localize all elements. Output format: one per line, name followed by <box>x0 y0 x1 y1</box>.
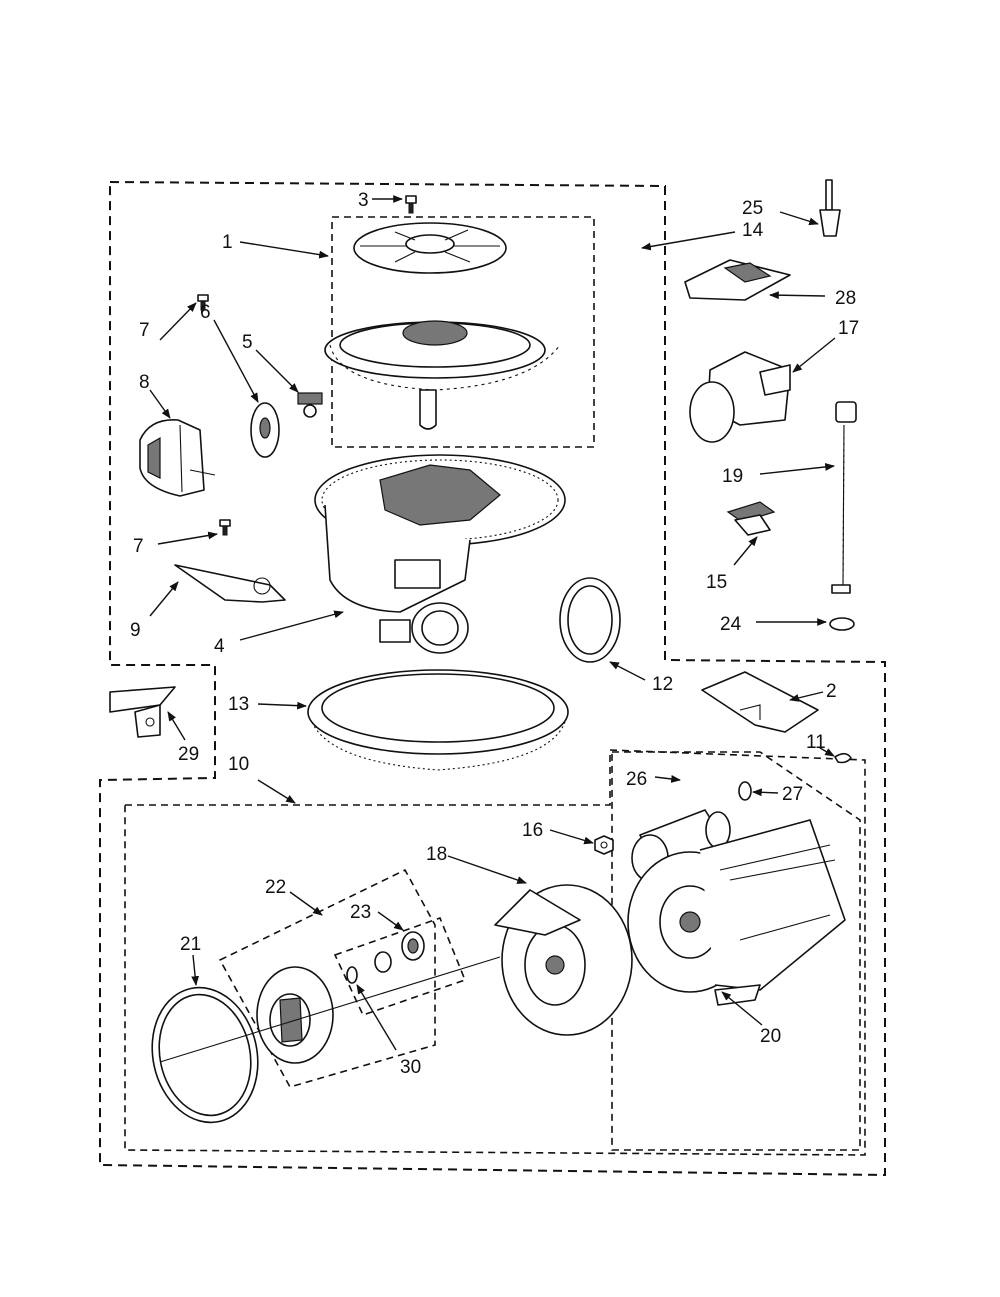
sensor-part-25 <box>819 179 841 237</box>
leader-26 <box>654 775 681 783</box>
callout-11: 11 <box>806 732 826 753</box>
leader-9 <box>149 581 179 617</box>
bracket-part-29 <box>109 686 176 738</box>
callout-3: 3 <box>358 190 369 211</box>
leader-4 <box>239 610 344 641</box>
leader-1 <box>239 241 329 259</box>
callout-10: 10 <box>228 754 249 775</box>
callout-24: 24 <box>720 614 742 635</box>
leader-29 <box>167 711 186 741</box>
clip-part-11 <box>834 752 852 764</box>
shield-part-2 <box>701 671 819 733</box>
callout-18: 18 <box>426 844 447 865</box>
gasket-part-13 <box>307 669 569 771</box>
leader-14 <box>641 231 736 251</box>
callout-17: 17 <box>838 318 859 339</box>
clip-part-15 <box>726 501 776 536</box>
callout-23: 23 <box>350 902 371 923</box>
leader-27 <box>752 788 779 797</box>
callout-16: 16 <box>522 820 543 841</box>
callout-14: 14 <box>742 220 764 241</box>
callout-25: 25 <box>742 198 763 219</box>
callout-9: 9 <box>130 620 141 641</box>
leader-16 <box>549 829 594 845</box>
callout-19: 19 <box>722 466 743 487</box>
leader-21 <box>191 954 200 986</box>
callout-28: 28 <box>835 288 856 309</box>
callout-27: 27 <box>782 784 803 805</box>
pump-housing-part-18 <box>494 884 633 1036</box>
callout-21: 21 <box>180 934 201 955</box>
filter-housing-part <box>324 320 561 430</box>
callout-2: 2 <box>826 681 837 702</box>
callout-13: 13 <box>228 694 249 715</box>
seal-part-23 <box>374 931 425 973</box>
ring-part-12 <box>559 577 621 663</box>
cover-part-28 <box>684 259 791 301</box>
leader-20 <box>721 991 763 1026</box>
diverter-motor-part-8 <box>139 419 216 497</box>
upper-assembly-frame <box>99 180 886 1177</box>
valve-part-17 <box>689 351 791 443</box>
callout-7-upper: 7 <box>139 320 150 341</box>
callout-4: 4 <box>214 636 225 657</box>
leader-7a <box>159 302 197 341</box>
disk-part-6 <box>250 402 280 458</box>
leader-28 <box>769 291 826 300</box>
motor-assembly-frame <box>611 751 861 1151</box>
bracket-part-9 <box>174 564 286 603</box>
leader-12 <box>609 661 646 681</box>
leader-13 <box>257 701 307 710</box>
callout-12: 12 <box>652 674 673 695</box>
filter-plate-part-1 <box>353 222 507 274</box>
screw-part-3 <box>405 195 417 214</box>
hose-part-19 <box>831 401 857 594</box>
callout-15: 15 <box>706 572 727 593</box>
sump-part-4 <box>314 454 566 654</box>
callout-29: 29 <box>178 744 199 765</box>
leader-22 <box>289 891 323 916</box>
seal-ring-part-21 <box>151 986 259 1124</box>
screw-part-7-lower <box>219 519 231 536</box>
callout-5: 5 <box>242 332 253 353</box>
impeller-axis-line <box>159 956 501 1063</box>
filter-assembly-frame <box>331 216 595 448</box>
nut-part-16 <box>594 835 614 855</box>
leader-30 <box>356 984 397 1051</box>
pump-assembly-frame <box>124 749 866 1156</box>
leader-11 <box>819 747 835 757</box>
callout-7-lower: 7 <box>133 536 144 557</box>
impeller-part-22 <box>256 966 334 1064</box>
callout-1: 1 <box>222 232 233 253</box>
leader-6 <box>213 319 259 403</box>
block-part-5 <box>297 392 323 418</box>
impeller-assembly-frame <box>218 868 436 1088</box>
screw-part-7-upper <box>197 294 209 311</box>
seal-assembly-frame <box>333 916 467 1016</box>
washer-part-27 <box>738 781 752 801</box>
leader-7b <box>157 531 218 545</box>
callout-8: 8 <box>139 372 150 393</box>
leader-15 <box>733 536 758 566</box>
leader-19 <box>759 463 835 475</box>
leader-23 <box>377 911 404 931</box>
leader-25 <box>779 211 819 226</box>
callout-26: 26 <box>626 769 647 790</box>
washer-part-30 <box>346 966 358 984</box>
leader-10 <box>257 779 296 804</box>
callout-6: 6 <box>200 302 211 323</box>
callout-22: 22 <box>265 877 286 898</box>
callout-30: 30 <box>400 1057 421 1078</box>
leader-18 <box>447 855 527 884</box>
clamp-part-24 <box>829 617 855 631</box>
leader-8 <box>149 389 171 419</box>
leader-17 <box>792 337 836 373</box>
leader-2 <box>789 691 824 702</box>
leader-5 <box>255 349 299 393</box>
callout-20: 20 <box>760 1026 781 1047</box>
